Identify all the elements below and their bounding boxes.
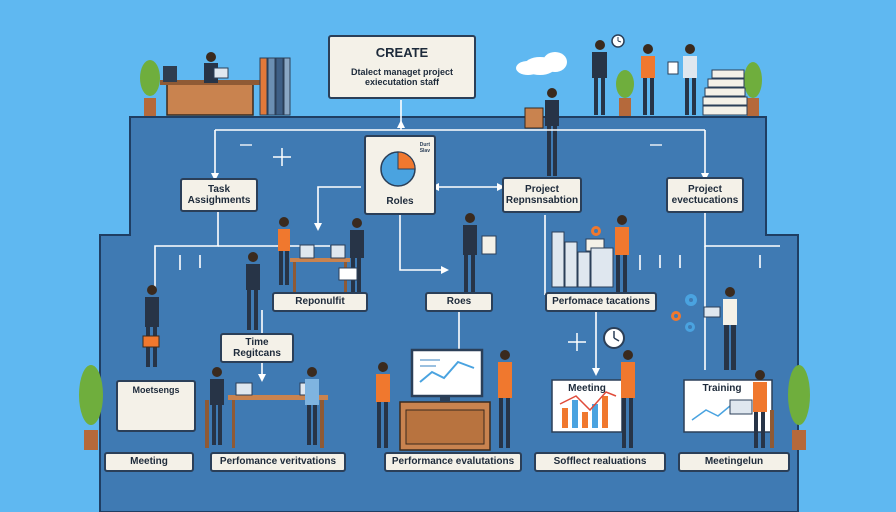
sparkle-icon — [273, 148, 291, 166]
bottom-meeting: Meeting — [104, 452, 194, 472]
plant-icon — [79, 365, 103, 450]
meeting-table-scene — [205, 367, 328, 448]
person-presenting-right — [621, 350, 635, 448]
plant-icon — [744, 62, 762, 116]
roles-chart-card: Durt Slav Roles — [364, 135, 436, 215]
gear-icon — [591, 226, 601, 236]
node-time-regitcans: Time Regitcans — [220, 333, 294, 363]
header-card: CREATE Dtalect managet project exiecutat… — [328, 35, 476, 99]
clock-icon — [603, 327, 625, 349]
pie-chart-icon — [380, 151, 416, 187]
clock-icon — [611, 34, 625, 48]
people-middle — [142, 213, 737, 370]
document-icon — [481, 235, 497, 255]
node-performance-tacations: Perfomace tacations — [545, 292, 657, 312]
paper-stack — [702, 69, 748, 116]
plant-icon — [788, 365, 810, 450]
header-subtitle-line2: exiecutation staff — [364, 77, 440, 88]
node-task-assignments: Task Assighments — [180, 178, 258, 212]
bottom-performance-veritations: Perfomance veritvations — [210, 452, 346, 472]
data-grid-board — [551, 231, 614, 288]
bottom-meetingelun: Meetingelun — [678, 452, 790, 472]
office-desk-scene — [160, 52, 260, 116]
node-reponulfit: Reponulfit — [272, 292, 368, 312]
roles-label: Roles — [386, 195, 414, 207]
presentation-desk-scene — [376, 348, 512, 451]
training-label: Training — [702, 383, 742, 394]
plant-icon — [616, 70, 634, 116]
laptop-icon — [729, 399, 753, 415]
monitor — [410, 348, 484, 398]
gear-icon — [685, 322, 695, 332]
node-project-evaluations: Project evectucations — [666, 177, 744, 213]
people-group-top-right — [592, 40, 697, 115]
gear-icon — [685, 294, 697, 306]
meetings-board-label: Moetsengs — [132, 385, 180, 395]
bottom-performance-evaluations: Performance evalutations — [384, 452, 522, 472]
meeting-chart-label: Meeting — [568, 383, 606, 394]
bookshelf — [259, 57, 291, 116]
plant-icon — [140, 60, 160, 116]
header-title: CREATE — [375, 45, 429, 61]
person-with-box — [524, 88, 559, 176]
cloud-icon — [516, 52, 567, 75]
line-chart-icon — [419, 359, 475, 383]
sparkle-icon — [568, 333, 586, 351]
header-subtitle-line1: Dtalect managet project — [350, 67, 454, 78]
bottom-sofflect-realuations: Sofflect realuations — [534, 452, 666, 472]
node-project-responsibility: Project Repnsnsabtion — [502, 177, 582, 213]
node-roes: Roes — [425, 292, 493, 312]
person-training — [753, 370, 774, 448]
gear-icon — [671, 311, 681, 321]
roles-chart-tag: Durt Slav — [419, 142, 430, 154]
meetings-board: Moetsengs — [116, 380, 196, 432]
